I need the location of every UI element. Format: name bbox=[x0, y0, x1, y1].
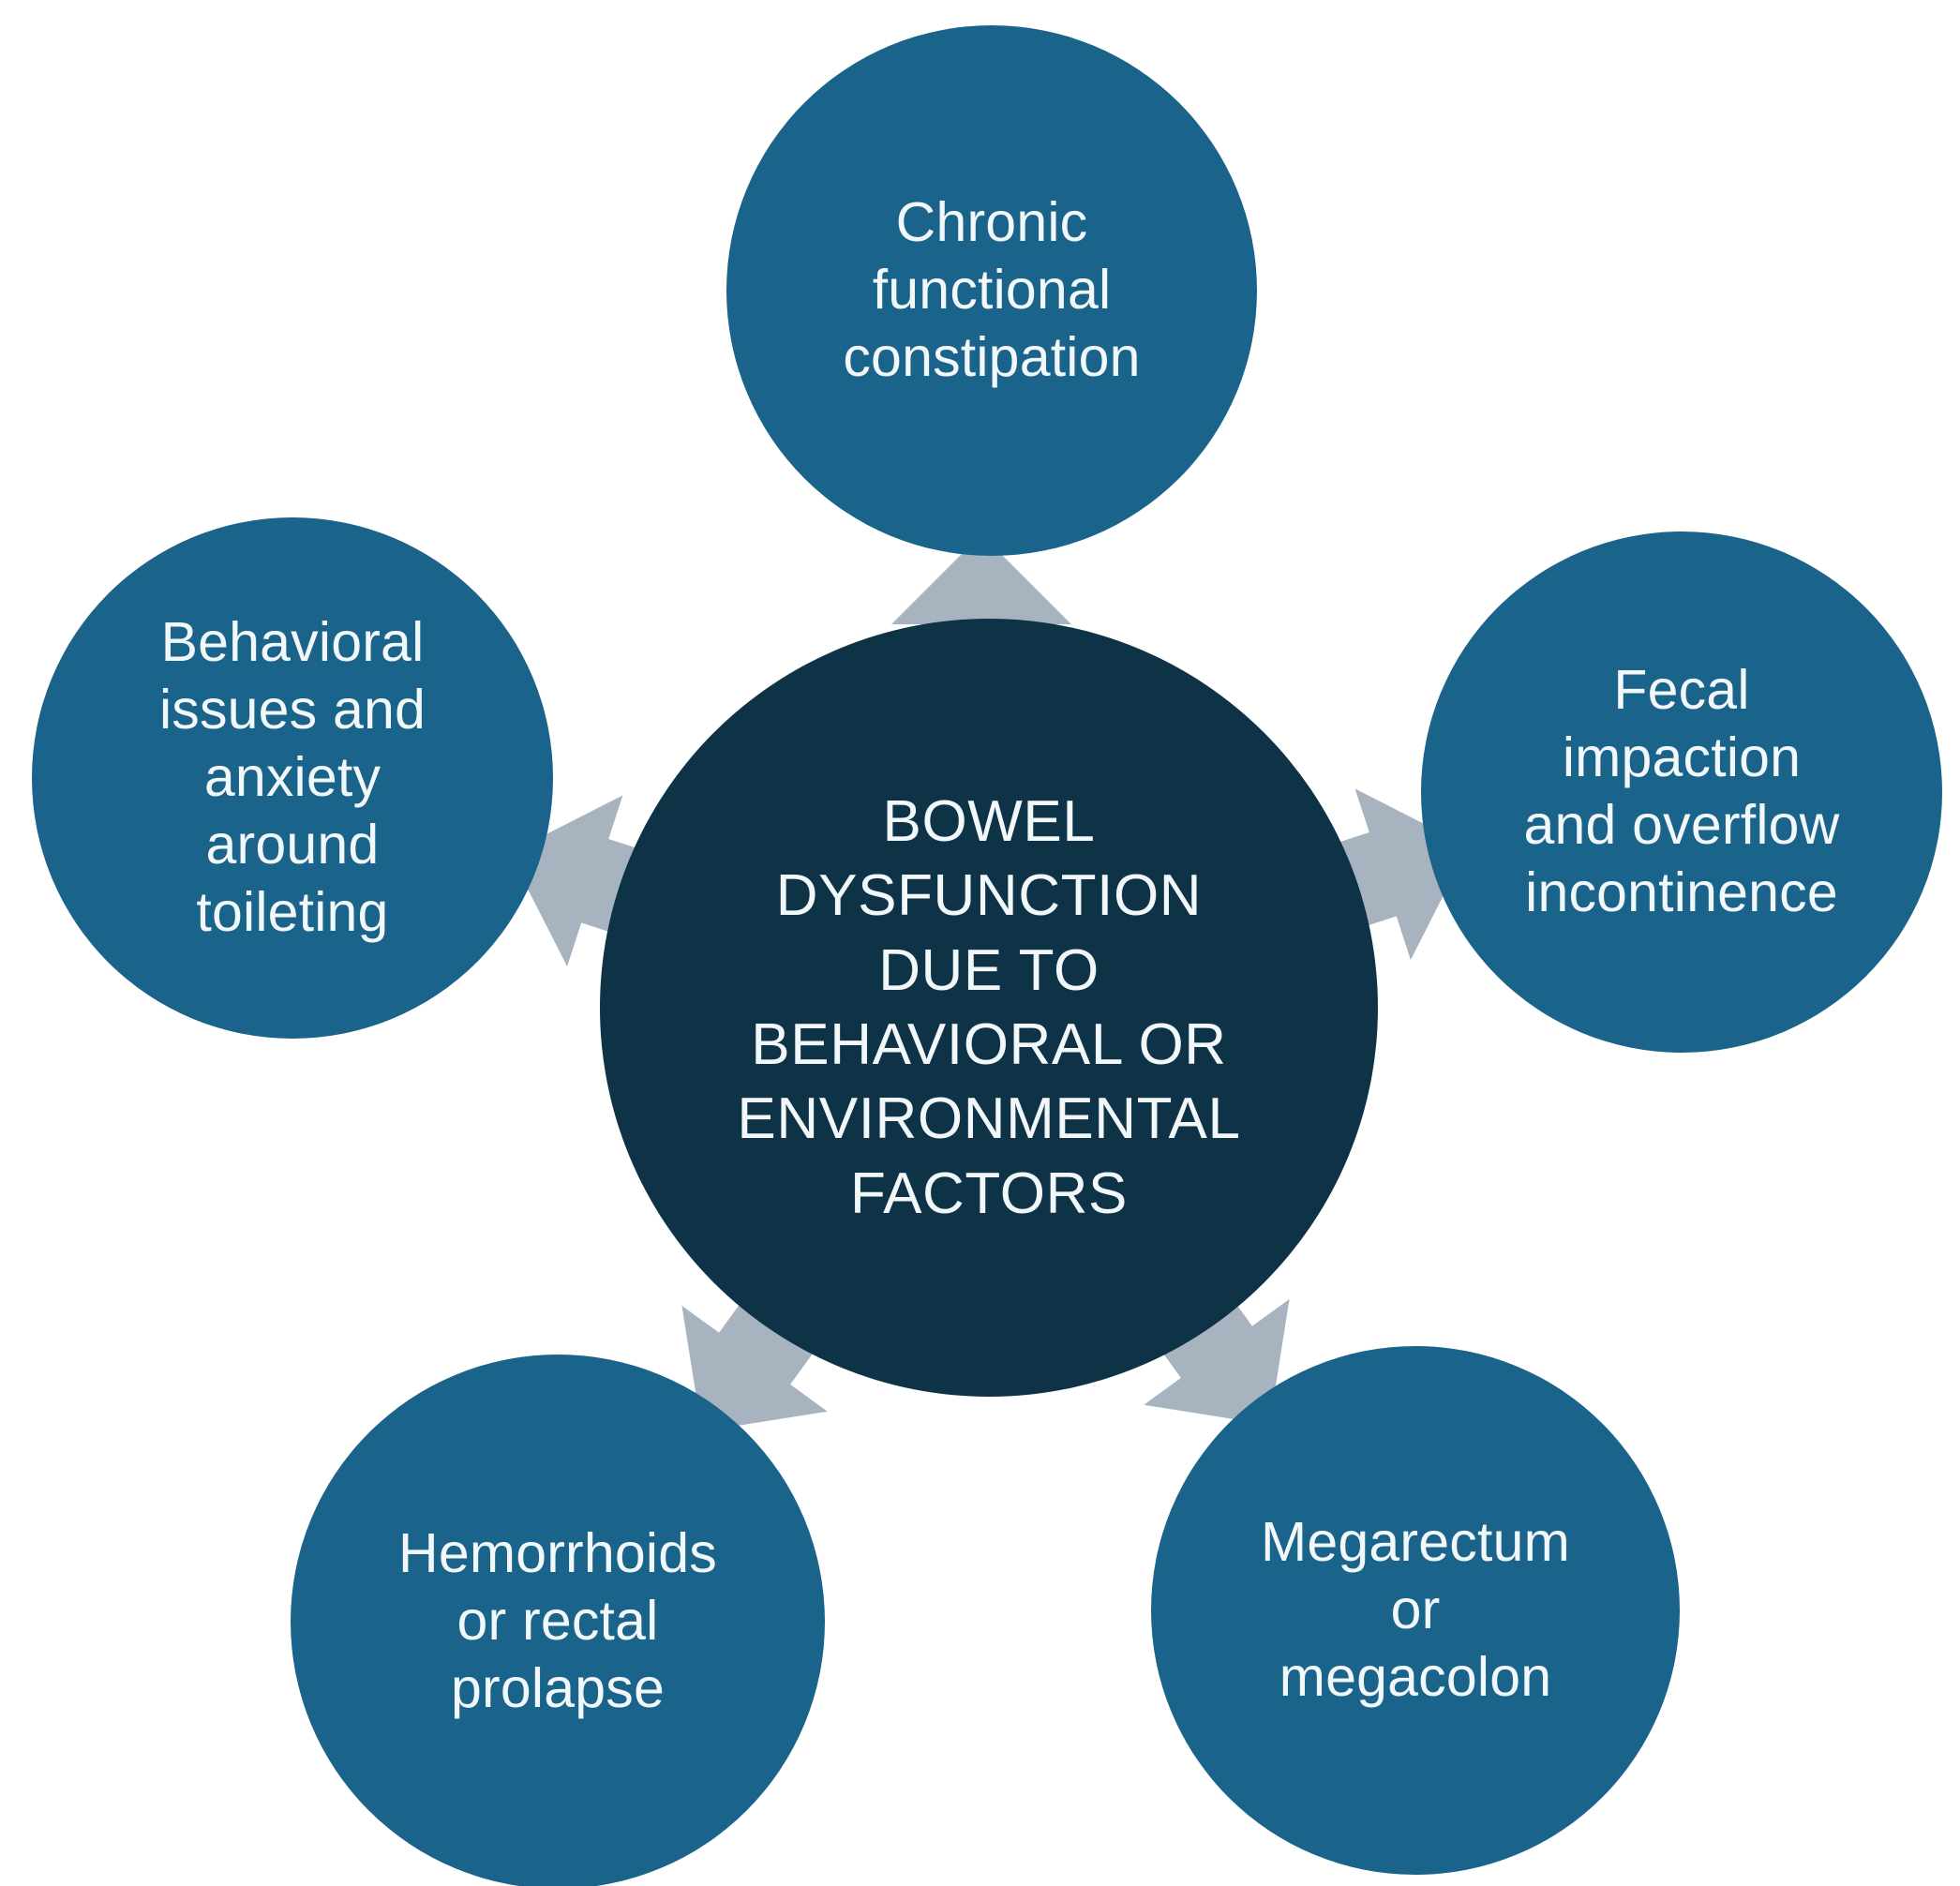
node-circle-group bbox=[32, 25, 1942, 1886]
hub-circle[interactable] bbox=[600, 619, 1378, 1397]
node-circle-fecal-impaction[interactable] bbox=[1421, 531, 1942, 1053]
node-circle-megarectum[interactable] bbox=[1151, 1346, 1680, 1875]
node-circle-behavioral-issues[interactable] bbox=[32, 517, 553, 1039]
node-circle-hemorrhoids[interactable] bbox=[291, 1355, 825, 1886]
node-circle-chronic-functional-constipation[interactable] bbox=[726, 25, 1257, 556]
